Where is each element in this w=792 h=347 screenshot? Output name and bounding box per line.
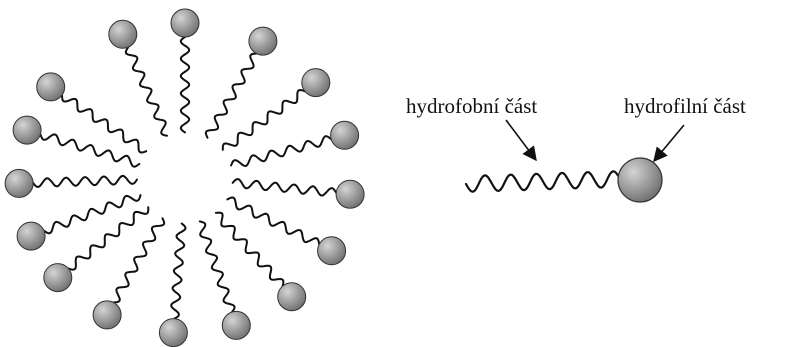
micelle-head <box>16 221 46 251</box>
micelle-tail <box>32 174 138 189</box>
micelle-head <box>108 19 138 49</box>
hydrophilic-head <box>617 157 663 203</box>
micelle-tail <box>39 133 141 168</box>
micelle-head <box>335 179 365 209</box>
micelle <box>4 8 365 347</box>
surfactant-molecule: hydrofobní část hydrofilní část <box>406 94 746 203</box>
micelle-head <box>221 310 251 340</box>
micelle-head <box>92 300 122 330</box>
micelle-tail <box>67 206 150 271</box>
hydrophobic-label: hydrofobní část <box>406 94 537 118</box>
micelle-tail <box>170 222 187 320</box>
micelle-head <box>170 8 200 38</box>
hydrophobic-arrow <box>505 119 537 162</box>
micelle-tail <box>226 196 321 246</box>
micelle-head <box>36 72 66 102</box>
hydrophilic-label: hydrofilní část <box>624 94 746 118</box>
micelle-head <box>277 282 307 312</box>
micelle-head <box>248 26 278 56</box>
hydrophobic-tail <box>464 170 622 193</box>
micelle-tail <box>61 94 148 154</box>
micelle-tail <box>43 194 142 235</box>
hydrophilic-arrow <box>653 124 685 163</box>
micelle-head <box>330 120 360 150</box>
micelle-head <box>317 236 347 266</box>
micelle-head <box>158 318 188 347</box>
micelle-head <box>4 168 34 198</box>
micelle-head <box>43 263 73 293</box>
micelle-tail <box>124 46 168 137</box>
micelle-tail <box>204 52 258 139</box>
micelle-tail <box>198 220 236 314</box>
micelle-tail <box>230 135 333 168</box>
micelle-tail <box>179 36 191 134</box>
micelle-tail <box>112 217 166 304</box>
micelle-tail <box>231 177 338 197</box>
micelle-head <box>301 68 331 98</box>
micelle-head <box>12 115 42 145</box>
micelle-tail <box>214 211 285 287</box>
micelle-tail <box>221 88 306 151</box>
